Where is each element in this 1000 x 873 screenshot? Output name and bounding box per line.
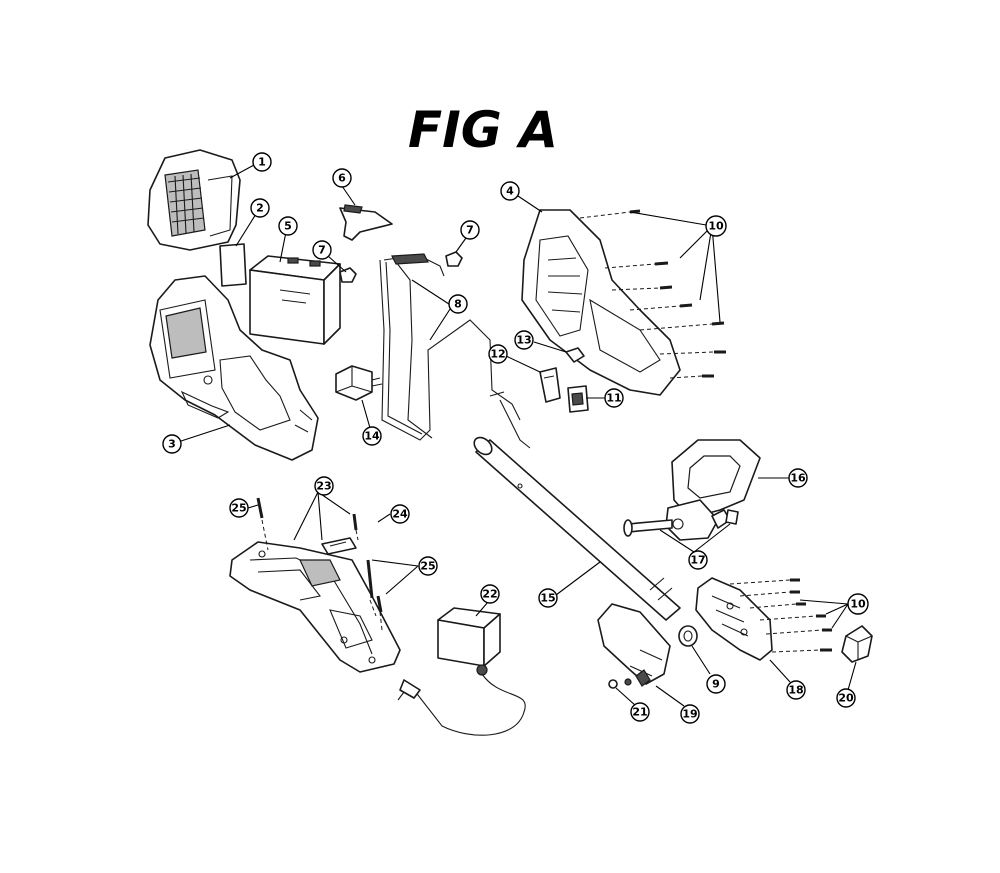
callout-1-label: 1 xyxy=(258,156,266,169)
callout-1: 1 xyxy=(252,152,272,172)
callout-14: 14 xyxy=(362,426,382,446)
callout-7-right-label: 7 xyxy=(466,224,474,237)
callout-7-left: 7 xyxy=(312,240,332,260)
part-4-right-housing xyxy=(521,209,681,396)
callout-8-label: 8 xyxy=(454,298,462,311)
part-21-nut xyxy=(608,678,632,689)
callout-10-lower-label: 10 xyxy=(850,598,866,611)
callout-21: 21 xyxy=(630,702,650,722)
callout-4-label: 4 xyxy=(506,185,514,198)
part-1-battery-cover xyxy=(147,149,241,251)
callout-19-label: 19 xyxy=(682,708,697,721)
callout-16: 16 xyxy=(788,468,808,488)
callout-11: 11 xyxy=(604,388,624,408)
part-18-bottom-cover xyxy=(695,577,773,661)
callout-3-label: 3 xyxy=(168,438,176,451)
part-10-screws-upper xyxy=(579,209,726,379)
part-19-motor-housing xyxy=(597,603,671,687)
callout-23: 23 xyxy=(314,476,334,496)
part-17-handle-bolt xyxy=(623,509,739,537)
callout-4: 4 xyxy=(500,181,520,201)
callout-8: 8 xyxy=(448,294,468,314)
callout-5-label: 5 xyxy=(284,220,292,233)
part-12-bracket xyxy=(539,367,561,403)
callout-18: 18 xyxy=(786,680,806,700)
callout-25-right: 25 xyxy=(418,556,438,576)
leader-lines xyxy=(177,164,857,707)
part-14-switch xyxy=(335,365,383,401)
callout-20: 20 xyxy=(836,688,856,708)
callout-11-label: 11 xyxy=(606,392,621,405)
callout-24: 24 xyxy=(390,504,410,524)
callout-13: 13 xyxy=(514,330,534,350)
callout-22: 22 xyxy=(480,584,500,604)
part-13-small-clip xyxy=(565,347,585,363)
part-24-contact-block xyxy=(321,537,357,555)
callout-17-label: 17 xyxy=(690,554,705,567)
part-22-charger xyxy=(397,607,526,736)
callout-7-left-label: 7 xyxy=(318,244,326,257)
part-5-battery xyxy=(249,255,341,345)
part-6-switch-bracket xyxy=(339,204,393,241)
callout-9-label: 9 xyxy=(712,678,720,691)
callout-19: 19 xyxy=(680,704,700,724)
callout-14-label: 14 xyxy=(364,430,380,443)
callout-7-right: 7 xyxy=(460,220,480,240)
charger-screws xyxy=(256,497,383,631)
callout-13-label: 13 xyxy=(516,334,531,347)
callout-3: 3 xyxy=(162,434,182,454)
part-8-upper-handle-wiring xyxy=(379,253,531,449)
callout-25-left-label: 25 xyxy=(231,502,246,515)
callout-10-upper-label: 10 xyxy=(708,220,724,233)
callout-10-upper: 10 xyxy=(705,215,727,237)
callout-15-label: 15 xyxy=(540,592,555,605)
callout-2-label: 2 xyxy=(256,202,264,215)
callout-6-label: 6 xyxy=(338,172,346,185)
callout-9: 9 xyxy=(706,674,726,694)
callout-2: 2 xyxy=(250,198,270,218)
callout-10-lower: 10 xyxy=(847,593,869,615)
callout-16-label: 16 xyxy=(790,472,806,485)
callout-25-right-label: 25 xyxy=(420,560,435,573)
callout-6: 6 xyxy=(332,168,352,188)
callout-25-left: 25 xyxy=(229,498,249,518)
callout-12-label: 12 xyxy=(490,348,505,361)
part-15-shaft xyxy=(473,436,681,621)
callout-15: 15 xyxy=(538,588,558,608)
figure-title: FIG A xyxy=(408,101,558,159)
part-7-wire-nut-left xyxy=(339,267,357,283)
callout-24-label: 24 xyxy=(392,508,408,521)
part-2-foam-pad xyxy=(219,243,247,287)
callout-21-label: 21 xyxy=(632,706,647,719)
part-20-knob xyxy=(841,625,873,663)
part-16-auxiliary-handle xyxy=(665,439,761,541)
part-3-left-housing xyxy=(149,275,319,461)
callout-20-label: 20 xyxy=(838,692,854,705)
callout-5: 5 xyxy=(278,216,298,236)
part-9-nut xyxy=(678,625,698,647)
part-7-wire-nut-right xyxy=(445,251,463,267)
callout-23-label: 23 xyxy=(316,480,331,493)
part-11-button xyxy=(567,385,589,413)
callout-22-label: 22 xyxy=(482,588,497,601)
callout-12: 12 xyxy=(488,344,508,364)
callout-18-label: 18 xyxy=(788,684,803,697)
callout-17: 17 xyxy=(688,550,708,570)
charger-base-plate xyxy=(229,541,401,673)
part-10-screws-lower xyxy=(729,578,832,653)
